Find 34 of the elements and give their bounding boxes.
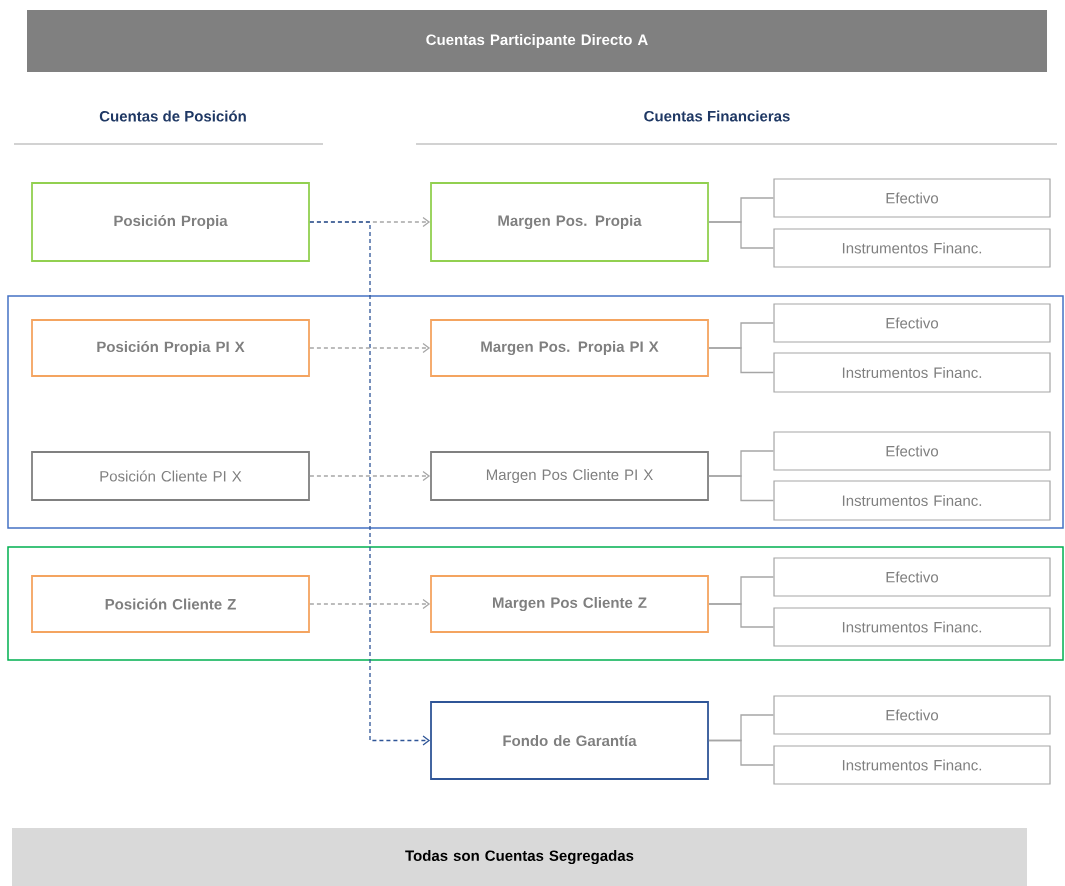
account-box: Margen Pos Cliente PI X: [430, 451, 709, 501]
sub-account-box: Efectivo: [773, 303, 1051, 343]
group-frame: [7, 546, 1064, 661]
footer-band: Todas son Cuentas Segregadas: [12, 828, 1027, 886]
dashed-arrow: [309, 342, 431, 354]
connector-line: [708, 603, 775, 628]
dashed-arrow: [309, 598, 431, 610]
account-box: Margen Pos. Propia PI X: [430, 319, 709, 377]
account-box: Posición Cliente Z: [31, 575, 310, 633]
group-frame: [7, 295, 1064, 529]
dashed-arrow: [309, 470, 431, 482]
column-heading: Cuentas Financieras: [644, 110, 790, 122]
connector-line: [708, 475, 775, 502]
account-box: Margen Pos. Propia: [430, 182, 709, 262]
sub-account-box: Instrumentos Financ.: [773, 480, 1051, 521]
account-box: Margen Pos Cliente Z: [430, 575, 709, 633]
account-box: Posición Propia: [31, 182, 310, 262]
account-box: Posición Propia PI X: [31, 319, 310, 377]
sub-account-box: Efectivo: [773, 695, 1051, 735]
account-box: Fondo de Garantía: [430, 701, 709, 780]
sub-account-box: Efectivo: [773, 431, 1051, 471]
sub-account-box: Instrumentos Financ.: [773, 607, 1051, 647]
account-box: Posición Cliente PI X: [31, 451, 310, 501]
sub-account-box: Efectivo: [773, 178, 1051, 218]
sub-account-box: Instrumentos Financ.: [773, 228, 1051, 268]
sub-account-box: Instrumentos Financ.: [773, 745, 1051, 785]
sub-account-box: Instrumentos Financ.: [773, 352, 1051, 393]
connector-line: [708, 347, 775, 374]
dashed-arrow: [309, 221, 431, 746]
title-band: Cuentas Participante Directo A: [27, 10, 1047, 72]
sub-account-box: Efectivo: [773, 557, 1051, 597]
connector-line: [708, 221, 775, 249]
connector-line: [708, 739, 775, 766]
column-heading: Cuentas de Posición: [99, 110, 246, 122]
